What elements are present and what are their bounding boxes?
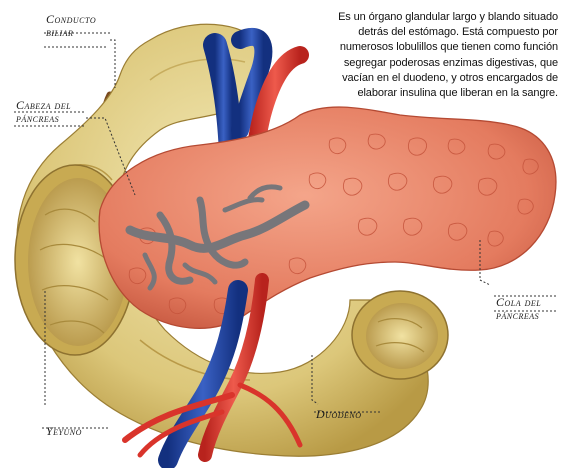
label-cabeza-pancreas-line2: páncreas xyxy=(16,112,71,125)
label-duodeno: Duodeno xyxy=(316,408,362,421)
pancreas xyxy=(99,107,556,328)
label-conducto-biliar: Conducto biliar xyxy=(46,13,96,39)
label-conducto-biliar-line2: biliar xyxy=(46,26,96,39)
duodenum-lumen xyxy=(352,291,448,379)
label-cola-pancreas: Cola del páncreas xyxy=(496,296,541,322)
label-cola-pancreas-line2: páncreas xyxy=(496,309,541,322)
label-cabeza-pancreas: Cabeza del páncreas xyxy=(16,99,71,125)
pancreas-description: Es un órgano glandular largo y blando si… xyxy=(326,10,558,101)
label-yeyuno: Yeyuno xyxy=(46,425,82,438)
